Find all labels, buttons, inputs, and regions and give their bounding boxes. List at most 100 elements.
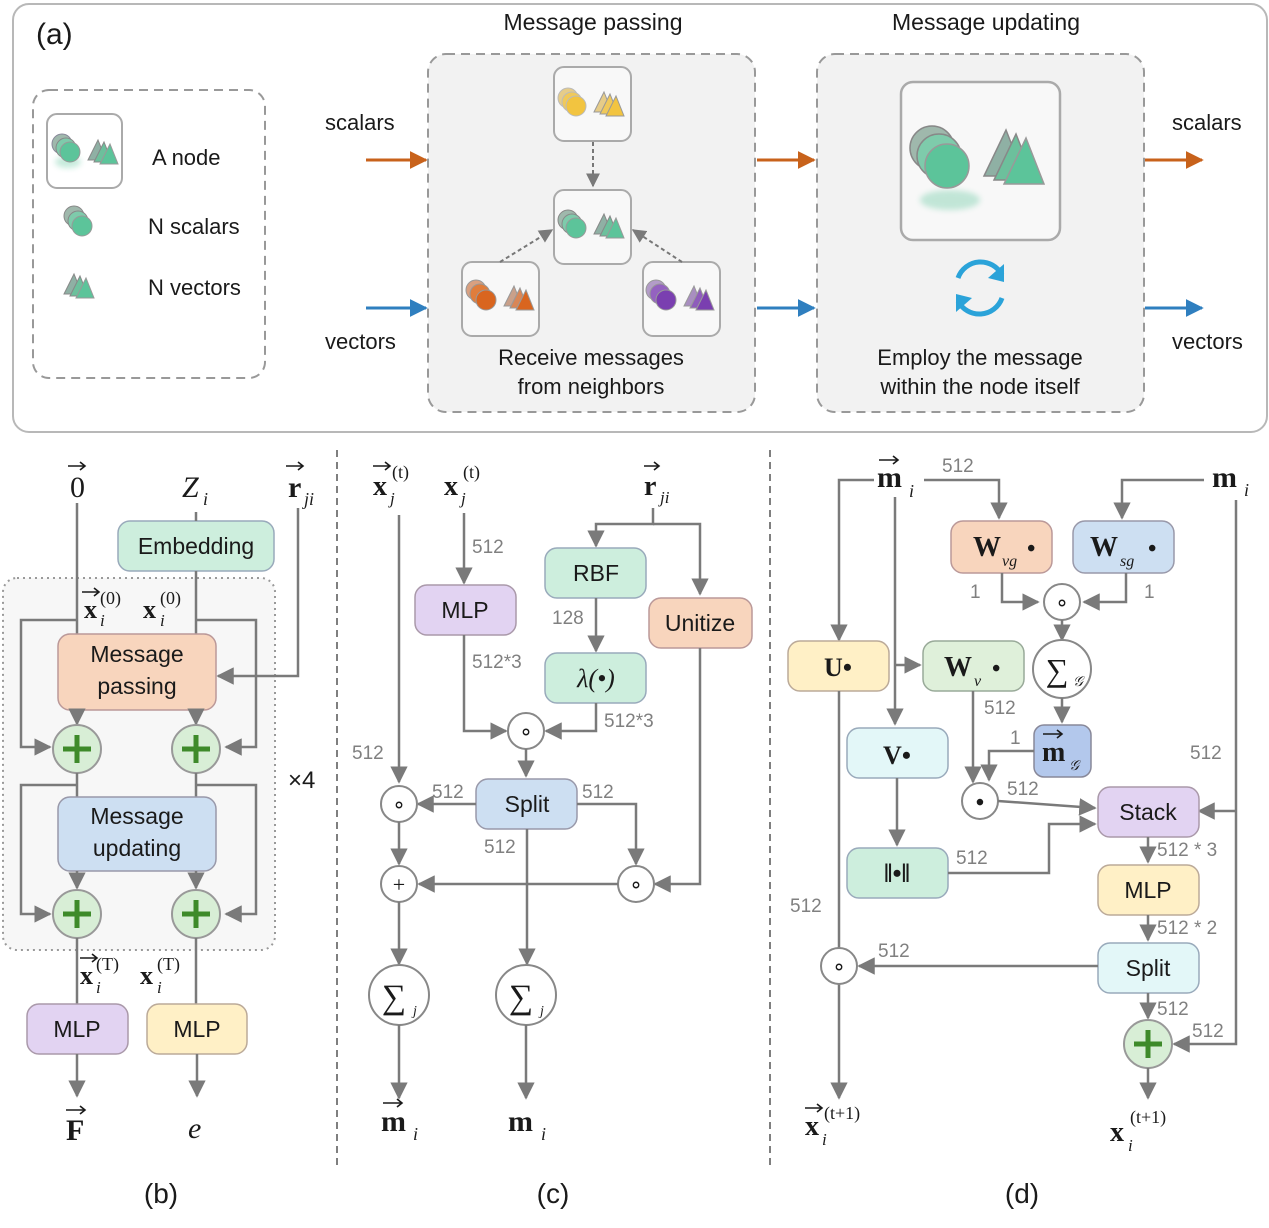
d-mg-out [980,749,1034,782]
d-mvec-to-wvg [924,478,1008,520]
skip-sca-1 [196,618,258,756]
d-out-xvec: x [805,1111,819,1142]
neighbor-yellow-icon [557,87,625,117]
employ-line1: Employ the message [877,345,1082,370]
c-r-to-unitize [653,522,709,596]
d-n1-b: 1 [1144,582,1155,603]
c-unitize-label: Unitize [665,610,735,636]
c-n512-split-down: 512 [484,837,516,858]
d-n512-left: 512 [790,896,822,917]
c-rbf-label: RBF [573,560,619,586]
c-n5123-lambda: 512*3 [604,711,654,732]
d-wsg-dot: • [1148,536,1156,562]
c-mlp-label: MLP [441,597,488,623]
mu-line1: Message [90,803,183,829]
plus-sca-1-glyph [182,735,210,763]
d-n512-split-left: 512 [878,941,910,962]
panel-d: m i m i 512 512 512 W vg • 1 W sg • 1 ∘ [787,455,1249,1209]
d-split-label: Split [1126,955,1171,981]
vectors-out-label: vectors [1172,329,1243,354]
x-vec0-arrow [82,587,101,597]
d-wsg-out [1082,573,1128,611]
x0: x [143,595,156,624]
d-wsg-sub: sg [1120,553,1134,570]
panel-a: (a) Message passing Message updating A n… [12,3,1268,433]
d-mg-label: m [1042,737,1065,768]
d-norm-to-stack [948,815,1097,875]
d-had-bottom [820,947,858,985]
d-n512-norm: 512 [956,848,988,869]
center-node-icon [557,209,625,239]
c-mlp-block [414,584,517,636]
xT: x [140,961,153,990]
d-n512-split: 512 [1157,999,1189,1020]
d-wv-label: W [944,652,972,683]
c-r-to-rbf [587,508,655,548]
d-u-label: U• [824,653,852,682]
d-plus-glyph [1134,1030,1162,1058]
d-n512-right: 512 [1190,743,1222,764]
d-wvg-out [1000,573,1040,611]
c-in-r-arrow [644,461,661,471]
input-zero: 0 [70,471,85,504]
c-sum-right-sub: j [538,1004,544,1019]
c-out-mvec-sub: i [413,1124,418,1144]
d-in-mvec-arrow [879,455,900,465]
message-passing-title: Message passing [504,9,683,35]
plus-vec-2-glyph [63,900,91,928]
out-force: F [66,1114,84,1147]
plus-sca-2-glyph [182,900,210,928]
c-n512-mlp: 512 [472,537,504,558]
d-dot-glyph: • [976,790,984,816]
skip-vec-1 [19,618,77,756]
out-energy: e [188,1112,201,1145]
xT-vec-sup: (T) [96,954,119,975]
d-n512-wv: 512 [984,698,1016,719]
d-norm-label: ‖•‖ [884,859,910,888]
c-sum-left-sub: j [411,1004,417,1019]
d-mlp-label: MLP [1124,877,1171,903]
c-out-m-sub: i [541,1124,546,1144]
c-in-r-sub: ji [658,488,670,507]
mu-line2: updating [93,835,181,861]
d-out-x-sup: (t+1) [1130,1107,1166,1128]
c-n128: 128 [552,608,584,629]
d-in-mvec-sub: i [909,481,914,501]
d-in-m-sub: i [1244,480,1249,500]
scalars-out-label: scalars [1172,110,1242,135]
d-out-x-sub: i [1128,1136,1133,1155]
message-passing-block [57,633,217,711]
d-had-bottom-glyph: ∘ [832,954,846,979]
c-split-right [577,802,645,866]
d-m-to-plus [1172,500,1238,1053]
panel-c-tag: (c) [537,1178,570,1209]
c-in-x-sub: j [459,489,466,508]
message-updating-title: Message updating [892,9,1080,35]
d-wvg-label: W [973,532,1001,563]
c-in-x: x [444,471,458,502]
panel-b-tag: (b) [144,1178,178,1209]
vectors-in-label: vectors [325,329,396,354]
c-out-mvec-arrow [383,1098,404,1108]
legend-vector-icon [63,272,95,299]
neighbor-purple-icon [645,279,715,311]
c-in-xvec-arrow [373,461,392,471]
x-vec0-sup: (0) [100,588,121,609]
d-n512-top: 512 [942,456,974,477]
d-out-x: x [1110,1117,1124,1148]
mp-line2: passing [97,673,176,699]
d-wsg-label: W [1090,532,1118,563]
panel-a-tag: (a) [36,18,73,51]
panel-d-tag: (d) [1005,1178,1039,1209]
xT-sub: i [157,978,162,997]
mlp-left-label: MLP [53,1016,100,1042]
legend-scalar-icon [63,205,93,237]
d-out-xvec-sup: (t+1) [824,1103,860,1124]
xT-vec-sub: i [96,978,101,997]
refresh-icon [955,259,1005,317]
panel-c: x j (t) x j (t) r ji 512 512 MLP 512*3 R… [352,461,753,1209]
message-updating-block [57,796,217,872]
c-n512-left: 512 [352,743,384,764]
input-z-sub: i [203,489,208,509]
